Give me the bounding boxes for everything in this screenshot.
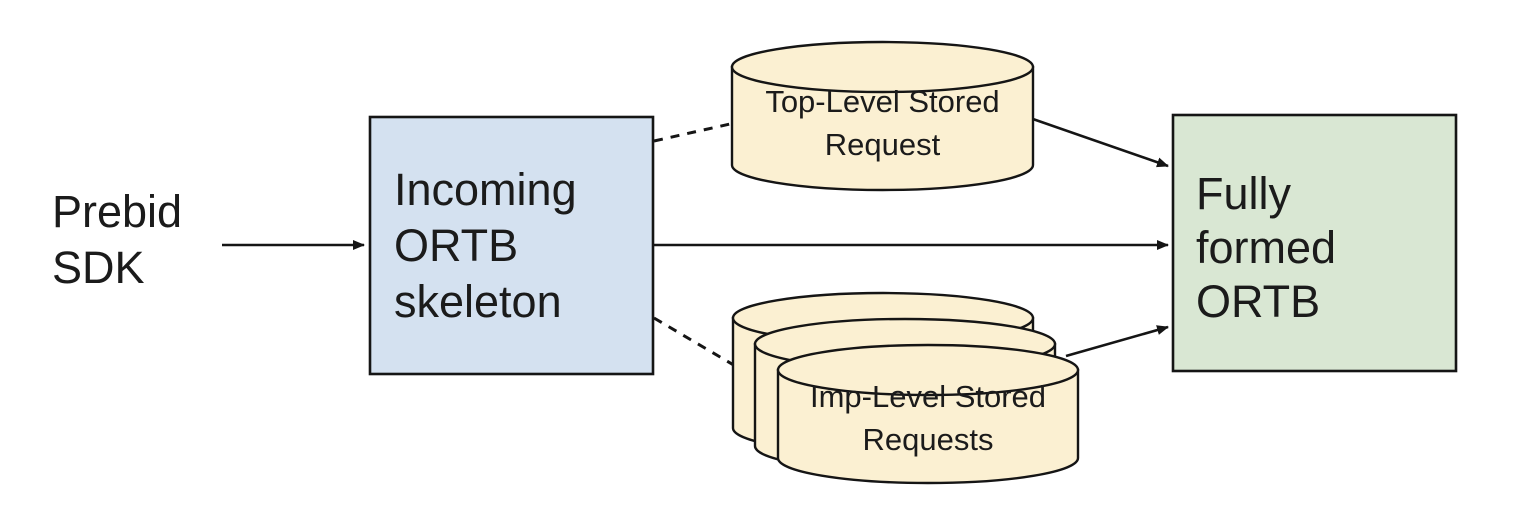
top-level-stored-request-cylinder — [730, 40, 1035, 192]
fully-formed-ortb-label-line1: Fully — [1196, 168, 1292, 219]
imp-level-stored-requests-cylinder-stack — [731, 291, 1080, 485]
cylinder-top — [730, 40, 1035, 94]
cylinder-body-front — [776, 368, 1080, 485]
fully-formed-ortb-label-line3: ORTB — [1196, 276, 1321, 327]
top-level-stored-request-label: Top-Level Stored Request — [732, 81, 1033, 166]
top-level-stored-request-label-line2: Request — [824, 126, 941, 162]
incoming-ortb-label: Incoming ORTB skeleton — [394, 162, 577, 330]
top-level-stored-request-label-line1: Top-Level Stored — [765, 84, 1000, 119]
fully-formed-ortb-box — [1171, 113, 1458, 373]
arrow-imp-level-to-fully-formed — [1065, 325, 1169, 358]
dashed-link-incoming-to-imp-level — [653, 316, 738, 369]
imp-level-stored-requests-label-line2: Requests — [862, 421, 994, 457]
arrow-top-level-to-fully-formed — [1029, 116, 1169, 168]
cylinder-body — [730, 65, 1035, 192]
imp-level-stored-requests-label: Imp-Level Stored Requests — [778, 376, 1078, 461]
incoming-ortb-label-line1: Incoming — [394, 164, 577, 215]
fully-formed-ortb-label: Fully formed ORTB — [1196, 167, 1336, 329]
incoming-ortb-label-line2: ORTB — [394, 220, 519, 271]
cylinder-top-front — [776, 343, 1080, 397]
prebid-sdk-label-line1: Prebid — [52, 186, 183, 237]
prebid-sdk-label-line2: SDK — [52, 242, 145, 293]
incoming-ortb-box — [368, 115, 655, 376]
incoming-ortb-label-line3: skeleton — [394, 276, 562, 327]
fully-formed-ortb-label-line2: formed — [1196, 222, 1337, 273]
prebid-sdk-label: Prebid SDK — [52, 184, 182, 296]
imp-level-stored-requests-label-line1: Imp-Level Stored — [809, 379, 1047, 414]
dashed-link-incoming-to-top-level — [653, 122, 731, 143]
